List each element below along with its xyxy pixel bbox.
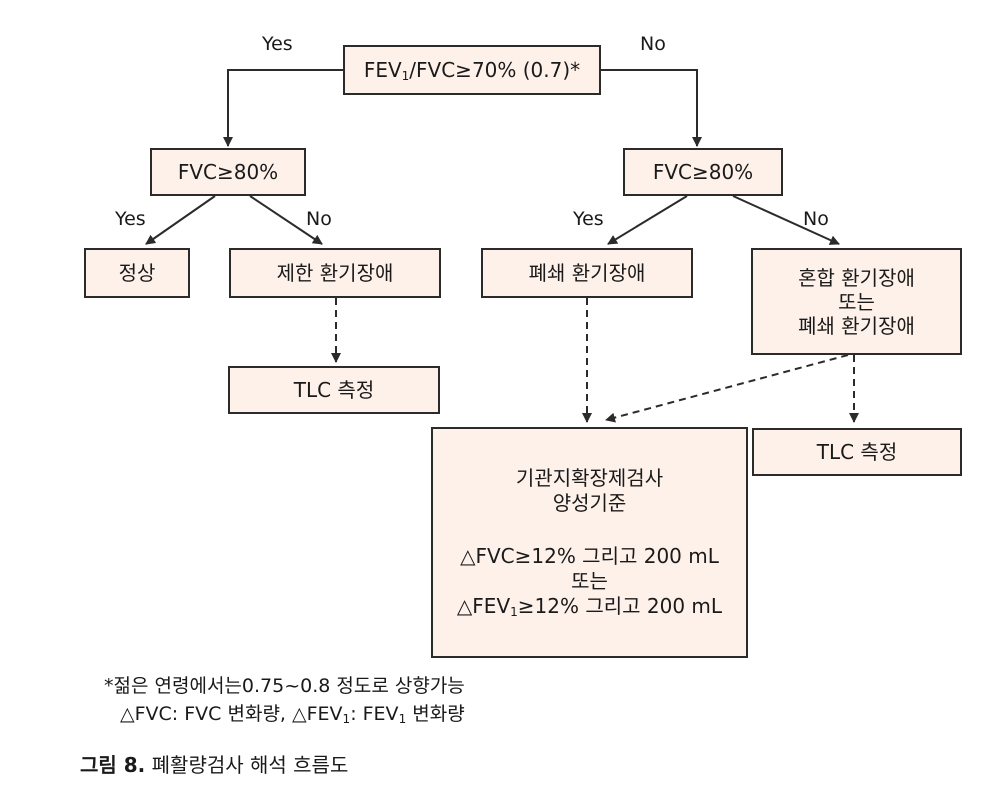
edge-left-no [249,195,323,245]
node-tlc-left: TLC 측정 [228,366,440,414]
node-normal: 정상 [84,248,190,298]
node-fvc-left: FVC≥80% [150,148,306,196]
edge-right-no [732,195,840,245]
edge-mixed-bdt [605,354,849,423]
label-root-no: No [640,33,666,55]
node-mixed-line2: 또는 [838,289,875,314]
edge-root-yes [223,69,343,147]
node-restrictive: 제한 환기장애 [229,248,441,298]
edge-root-no [601,69,702,147]
label-left-no: No [306,208,332,230]
node-fev1-fvc-ratio: FEV1/FVC≥70% (0.7)* [343,45,601,95]
edge-left-yes [145,195,216,245]
bdt-criterion-or: 또는 [571,569,608,593]
node-tlc-right: TLC 측정 [752,428,962,476]
node-fev1-fvc-ratio-label: FEV1/FVC≥70% (0.7)* [363,58,581,83]
node-obstructive: 폐쇄 환기장애 [481,248,693,298]
label-right-no: No [803,208,829,230]
figure-caption-text: 폐활량검사 해석 흐름도 [145,753,349,777]
footnotes: *젊은 연령에서는0.75~0.8 정도로 상향가능 △FVC: FVC 변화량… [104,672,465,728]
figure-caption: 그림 8. 폐활량검사 해석 흐름도 [80,752,348,778]
node-mixed: 혼합 환기장애 또는 폐쇄 환기장애 [751,248,962,355]
label-right-yes: Yes [573,208,604,230]
node-bronchodilator-criteria: 기관지확장제검사 양성기준 △FVC≥12% 그리고 200 mL 또는 △FE… [431,427,748,658]
label-root-yes: Yes [262,33,293,55]
footnote-abbreviations: △FVC: FVC 변화량, △FEV1: FEV1 변화량 [120,703,465,726]
label-left-yes: Yes [115,208,146,230]
bdt-criterion-fev1: △FEV1≥12% 그리고 200 mL [456,594,723,619]
footnote-age: *젊은 연령에서는0.75~0.8 정도로 상향가능 [104,675,465,697]
figure-caption-label: 그림 8. [80,753,146,777]
node-mixed-line1: 혼합 환기장애 [798,265,915,290]
node-mixed-line3: 폐쇄 환기장애 [798,313,915,338]
node-fvc-right: FVC≥80% [623,148,783,196]
bdt-criterion-fvc: △FVC≥12% 그리고 200 mL [460,544,719,568]
bdt-title-line2: 양성기준 [552,491,627,515]
bdt-title-line1: 기관지확장제검사 [515,466,664,490]
edge-right-yes [607,195,688,245]
